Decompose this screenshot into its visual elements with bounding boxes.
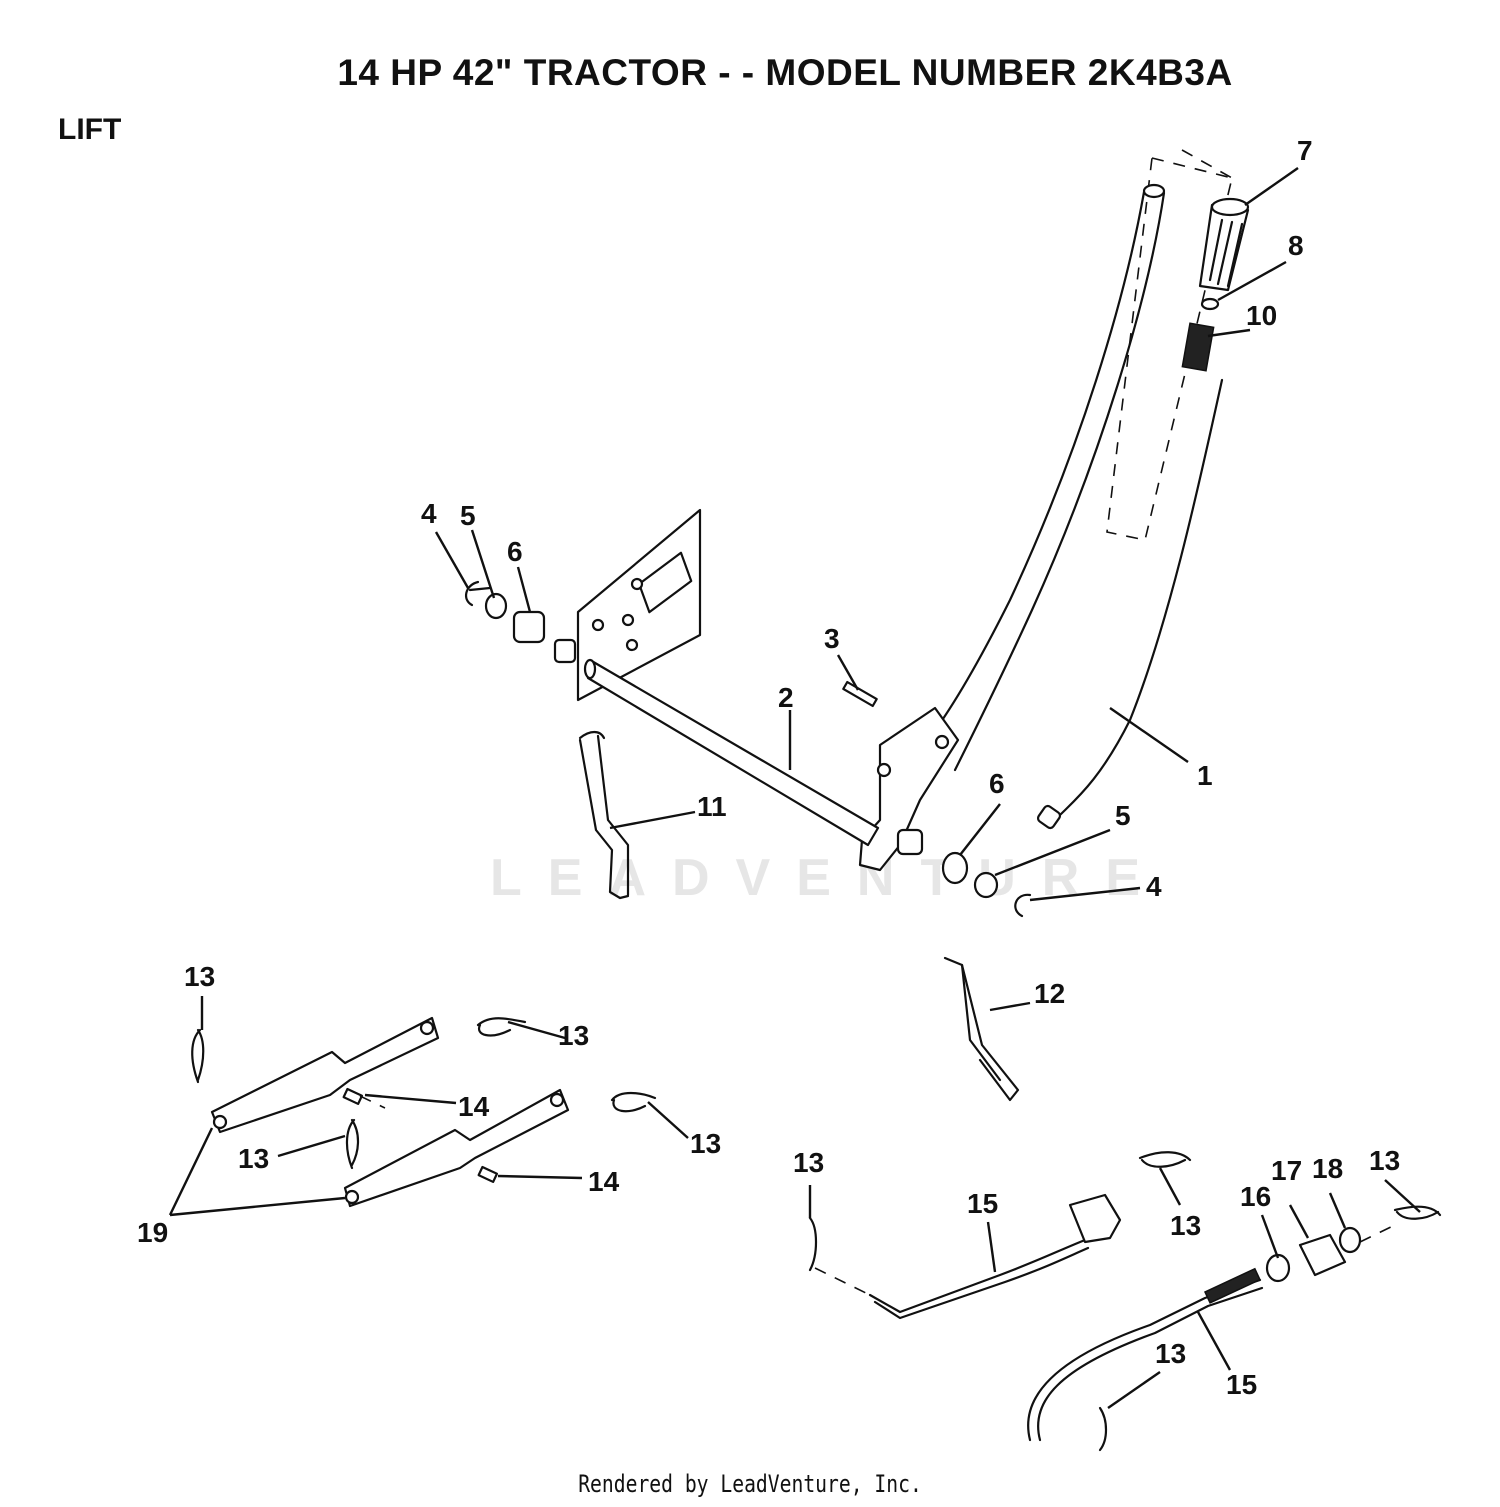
callout-3: 3 <box>824 623 840 654</box>
leader-lines <box>168 167 1421 1409</box>
watermark-text: LEADVENTURE <box>490 849 1167 907</box>
link-part-12 <box>943 956 1020 1102</box>
callout-11: 11 <box>697 791 727 822</box>
rod-part-11 <box>578 730 630 900</box>
callout-19: 19 <box>137 1217 169 1248</box>
callout-15-a: 15 <box>967 1188 999 1219</box>
callout-6-right: 6 <box>989 768 1005 799</box>
callout-13-a: 13 <box>184 961 216 992</box>
dashed-connectors <box>359 149 1396 1296</box>
footer-credit: Rendered by LeadVenture, Inc. <box>578 1470 922 1498</box>
hardware-left <box>464 580 546 644</box>
pins-part-14 <box>342 1087 499 1184</box>
callout-4-right: 4 <box>1146 871 1162 902</box>
section-label: LIFT <box>58 113 122 146</box>
key-part-3 <box>842 680 878 708</box>
callout-15-b: 15 <box>1226 1369 1258 1400</box>
callout-7: 7 <box>1297 135 1313 166</box>
callout-18: 18 <box>1312 1153 1344 1184</box>
callout-16: 16 <box>1240 1181 1272 1212</box>
callout-12: 12 <box>1034 978 1066 1009</box>
adjuster-hardware-16-17-18 <box>1265 1226 1362 1283</box>
callout-8: 8 <box>1288 230 1304 261</box>
callout-13-f: 13 <box>1170 1210 1202 1241</box>
handle-outline-dashed <box>1106 157 1233 541</box>
callout-6-left: 6 <box>507 536 523 567</box>
callout-17: 17 <box>1271 1155 1303 1186</box>
lift-handle-part-1 <box>858 183 1224 872</box>
sleeve-part-8 <box>1200 297 1220 311</box>
callout-13-g: 13 <box>1369 1145 1401 1176</box>
spring-part-10 <box>1181 322 1215 372</box>
callout-14-a: 14 <box>458 1091 490 1122</box>
hardware-right <box>941 851 1032 918</box>
callout-5-left: 5 <box>460 500 476 531</box>
callout-1: 1 <box>1197 760 1213 791</box>
callout-13-e: 13 <box>793 1147 825 1178</box>
callout-13-b: 13 <box>558 1020 590 1051</box>
callout-4-left: 4 <box>421 498 437 529</box>
adjustment-rods-part-15 <box>868 1193 1264 1442</box>
callout-10: 10 <box>1246 300 1278 331</box>
callout-13-h: 13 <box>1155 1338 1187 1369</box>
hairpin-clips-part-13 <box>191 1017 1442 1452</box>
lift-links-part-19 <box>210 1016 570 1208</box>
callout-13-d: 13 <box>238 1143 270 1174</box>
callout-2: 2 <box>778 682 794 713</box>
callout-5-right: 5 <box>1115 800 1131 831</box>
callout-14-b: 14 <box>588 1166 620 1197</box>
callout-13-c: 13 <box>690 1128 722 1159</box>
page-title: 14 HP 42" TRACTOR - - MODEL NUMBER 2K4B3… <box>337 52 1233 93</box>
grip-part-7 <box>1198 197 1250 292</box>
lift-shaft-part-2 <box>553 508 924 856</box>
